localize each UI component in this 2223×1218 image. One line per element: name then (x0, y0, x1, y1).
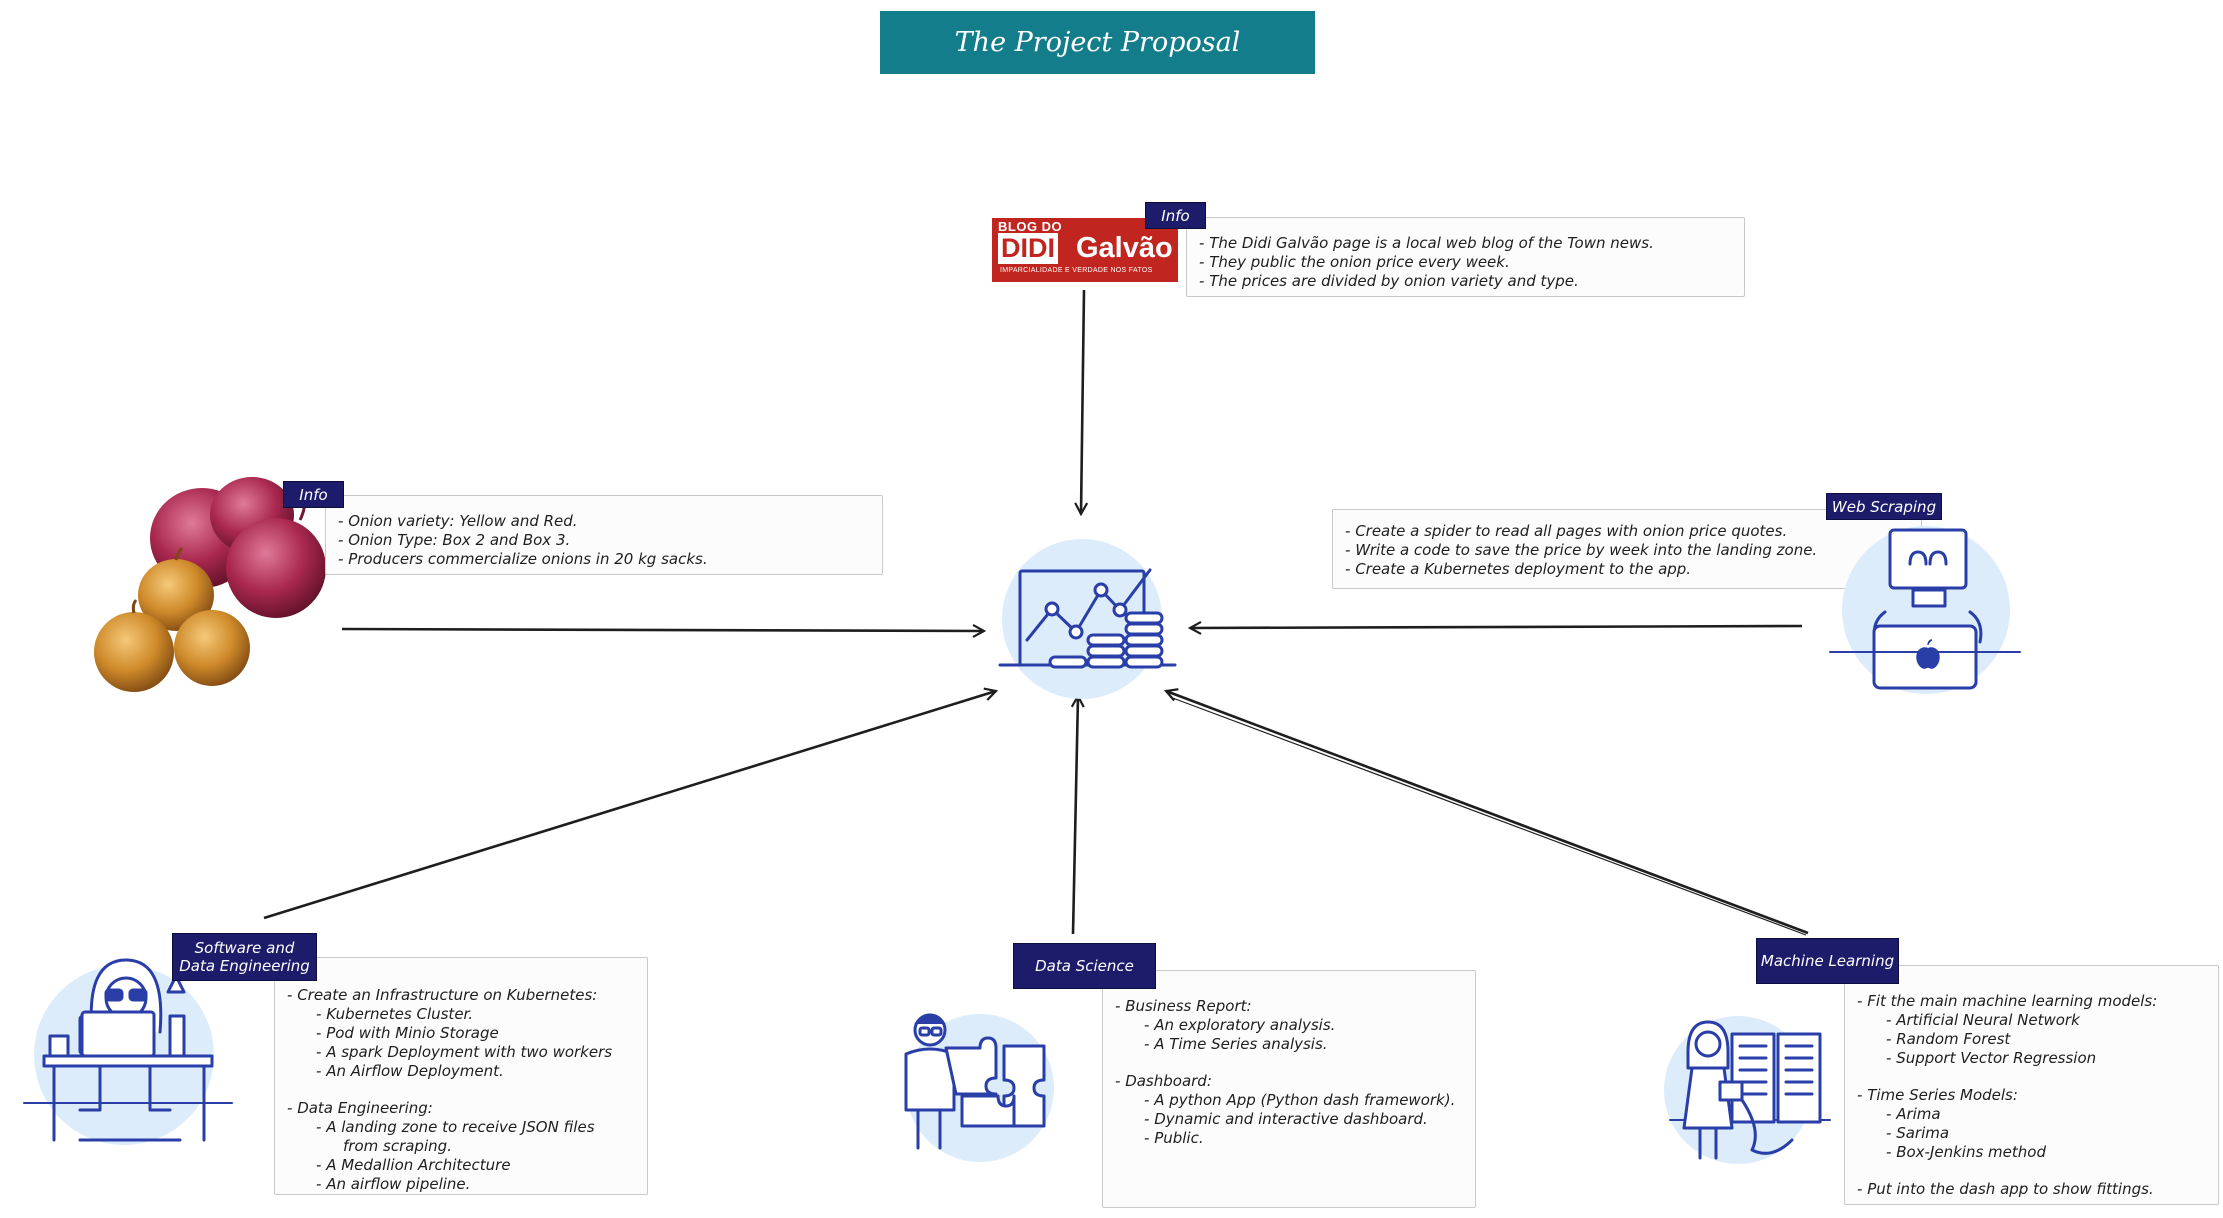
list-item: An exploratory analysis. (1115, 1016, 1463, 1035)
list-item: Box-Jenkins method (1857, 1143, 2206, 1162)
engineering-note: Create an Infrastructure on Kubernetes: … (274, 957, 648, 1195)
list-item: Sarima (1857, 1124, 2206, 1143)
list-item: Onion Type: Box 2 and Box 3. (338, 531, 870, 550)
web-scraping-tag: Web Scraping (1826, 493, 1942, 520)
apple-logo-icon (1916, 639, 1940, 669)
arrow-scraping-to-center (1190, 626, 1803, 628)
list-item-continuation: from scraping. (343, 1137, 452, 1155)
list-item: Pod with Minio Storage (287, 1024, 635, 1043)
list-item: Producers commercialize onions in 20 kg … (338, 550, 870, 569)
list-item: Artificial Neural Network (1857, 1011, 2206, 1030)
list-item: Public. (1115, 1129, 1463, 1148)
yellow-onion-icon (174, 610, 250, 686)
yellow-onion-icon (138, 559, 214, 631)
list-item: Create an Infrastructure on Kubernetes: (287, 986, 635, 1005)
list-item: A spark Deployment with two workers (287, 1043, 635, 1062)
list-item: A Medallion Architecture (287, 1156, 635, 1175)
blog-info-tag: Info (1145, 202, 1206, 229)
list-item: Dynamic and interactive dashboard. (1115, 1110, 1463, 1129)
red-onion-icon (226, 518, 326, 618)
arrow-engineering-to-center (263, 691, 996, 920)
blog-info-note: The Didi Galvão page is a local web blog… (1186, 217, 1745, 297)
arrow-science-to-center (1073, 696, 1078, 935)
list-item: An Airflow Deployment. (287, 1062, 635, 1081)
data-science-note: Business Report: An exploratory analysis… (1102, 970, 1476, 1208)
arrow-blog-to-center (1081, 289, 1084, 514)
list-item: Arima (1857, 1105, 2206, 1124)
list-item: A Time Series analysis. (1115, 1035, 1463, 1054)
list-item: The prices are divided by onion variety … (1199, 272, 1732, 291)
list-item: The Didi Galvão page is a local web blog… (1199, 234, 1732, 253)
machine-learning-note: Fit the main machine learning models: Ar… (1844, 965, 2219, 1205)
computer-tower-icon (168, 1014, 186, 1058)
coins-icon (1048, 611, 1164, 669)
list-item: Onion variety: Yellow and Red. (338, 512, 870, 531)
server-rack-icon (1730, 1032, 1776, 1124)
list-item: Business Report: (1115, 997, 1463, 1016)
list-item: Put into the dash app to show fittings. (1857, 1180, 2206, 1199)
list-item: Create a Kubernetes deployment to the ap… (1345, 560, 1909, 579)
list-item: Dashboard: (1115, 1072, 1463, 1091)
list-item: Fit the main machine learning models: (1857, 992, 2206, 1011)
list-item: They public the onion price every week. (1199, 253, 1732, 272)
onion-info-tag: Info (283, 481, 344, 508)
page-title: The Project Proposal (880, 11, 1315, 74)
server-rack-icon (1776, 1032, 1822, 1124)
list-item: A landing zone to receive JSON files (287, 1118, 635, 1137)
robot-head-icon (1888, 528, 1968, 590)
list-item: Random Forest (1857, 1030, 2206, 1049)
machine-learning-tag: Machine Learning (1756, 938, 1899, 984)
list-item: Time Series Models: (1857, 1086, 2206, 1105)
scraping-note: Create a spider to read all pages with o… (1332, 509, 1922, 589)
puzzle-piece-icon (960, 1094, 1016, 1128)
engineering-tag: Software and Data Engineering (172, 933, 317, 981)
puzzle-piece-icon (944, 1036, 998, 1096)
arrow-ml-to-center-sketch (1169, 696, 1807, 936)
list-item: Create a spider to read all pages with o… (1345, 522, 1909, 541)
list-item: Support Vector Regression (1857, 1049, 2206, 1068)
list-item: Kubernetes Cluster. (287, 1005, 635, 1024)
cup-icon (48, 1034, 70, 1058)
list-item: A python App (Python dash framework). (1115, 1091, 1463, 1110)
onion-info-note: Onion variety: Yellow and Red. Onion Typ… (325, 495, 883, 575)
yellow-onion-icon (94, 612, 174, 692)
arrow-onion-to-center (341, 629, 984, 631)
arrow-ml-to-center (1166, 691, 1809, 935)
list-item: Data Engineering: (287, 1099, 635, 1118)
list-item: An airflow pipeline. (287, 1175, 635, 1194)
data-science-tag: Data Science (1013, 943, 1156, 989)
list-item: Write a code to save the price by week i… (1345, 541, 1909, 560)
